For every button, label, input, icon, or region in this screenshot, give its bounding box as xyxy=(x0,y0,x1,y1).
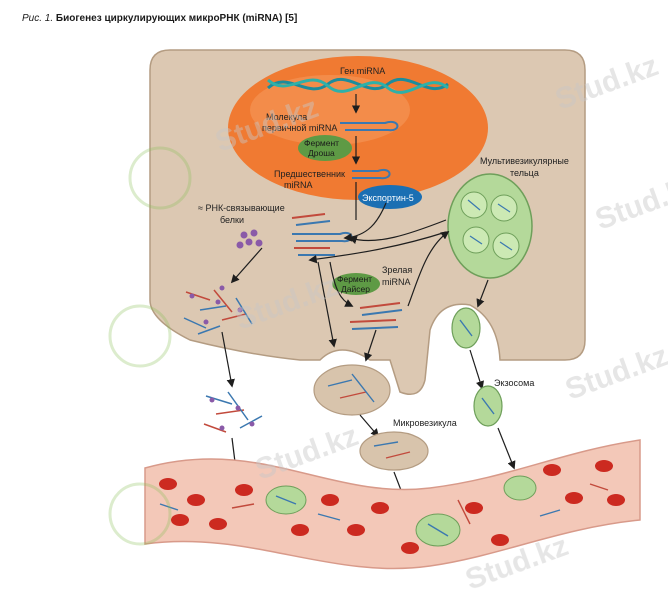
nucleus-highlight xyxy=(250,75,410,145)
label-primary-line1: Молекула xyxy=(266,112,307,122)
label-mature-line1: Зрелая xyxy=(382,265,412,275)
extracellular-protein-dots xyxy=(209,397,255,431)
figure-caption: Рис. 1. Биогенез циркулирующих микроРНК … xyxy=(22,13,297,24)
dicer-enzyme xyxy=(332,273,380,295)
label-mature-line2: miRNA xyxy=(382,277,411,287)
figure-title: Биогенез циркулирующих микроРНК (miRNA) … xyxy=(55,13,298,24)
exosome-cargo xyxy=(481,397,495,415)
precursor-mirna xyxy=(352,168,391,180)
label-precursor-line1: Предшественник xyxy=(274,169,345,179)
circulating-mirna xyxy=(159,483,609,537)
label-exportin: Экспортин-5 xyxy=(362,193,414,203)
multivesicular-body xyxy=(447,173,533,279)
label-gene: Ген miRNA xyxy=(340,66,385,76)
label-rbp-line2: белки xyxy=(220,215,244,225)
label-microvesicle: Микровезикула xyxy=(393,418,457,428)
microvesicle-cargo xyxy=(373,441,411,459)
drosha-enzyme xyxy=(298,135,352,161)
mvb-mirna-cargo xyxy=(467,199,513,251)
arrow-exosome-down xyxy=(469,349,484,390)
label-exosome: Экзосома xyxy=(494,378,534,388)
dna-helix xyxy=(266,77,450,94)
mature-mirna xyxy=(349,302,403,330)
figure-number: Рис. 1. xyxy=(22,13,54,24)
watermark-logo-group xyxy=(108,146,192,546)
primary-mirna xyxy=(340,120,399,132)
microvesicle xyxy=(359,431,429,471)
watermark: Stud.kz xyxy=(591,169,668,236)
arrow-to-microvesicle xyxy=(359,414,380,438)
exosome-cargo xyxy=(459,319,473,337)
blood-vessel xyxy=(144,439,641,570)
budding-vesicle-cargo xyxy=(327,373,375,403)
label-rbp-line1: ≈ РНК-связывающие xyxy=(198,203,285,213)
label-mvb-line2: тельца xyxy=(510,168,539,178)
exportin-5 xyxy=(358,185,422,209)
red-blood-cells xyxy=(159,460,625,554)
label-drosha-line2: Дроша xyxy=(308,148,335,158)
circulating-vesicles xyxy=(265,475,537,547)
label-dicer-line2: Дайсер xyxy=(341,284,370,294)
label-dicer-line1: Фермент xyxy=(337,274,372,284)
rna-binding-proteins xyxy=(236,229,263,249)
cytoplasmic-mirna-complexes xyxy=(183,289,253,335)
label-mvb-line1: Мультивезикулярные xyxy=(480,156,569,166)
label-drosha-line1: Фермент xyxy=(304,138,339,148)
cytoplasmic-protein-dots xyxy=(189,285,243,325)
label-precursor-line2: miRNA xyxy=(284,180,313,190)
cytoplasm-arrows xyxy=(230,202,489,362)
label-primary-line2: первичной miRNA xyxy=(262,123,337,133)
budding-vesicle xyxy=(313,364,391,416)
